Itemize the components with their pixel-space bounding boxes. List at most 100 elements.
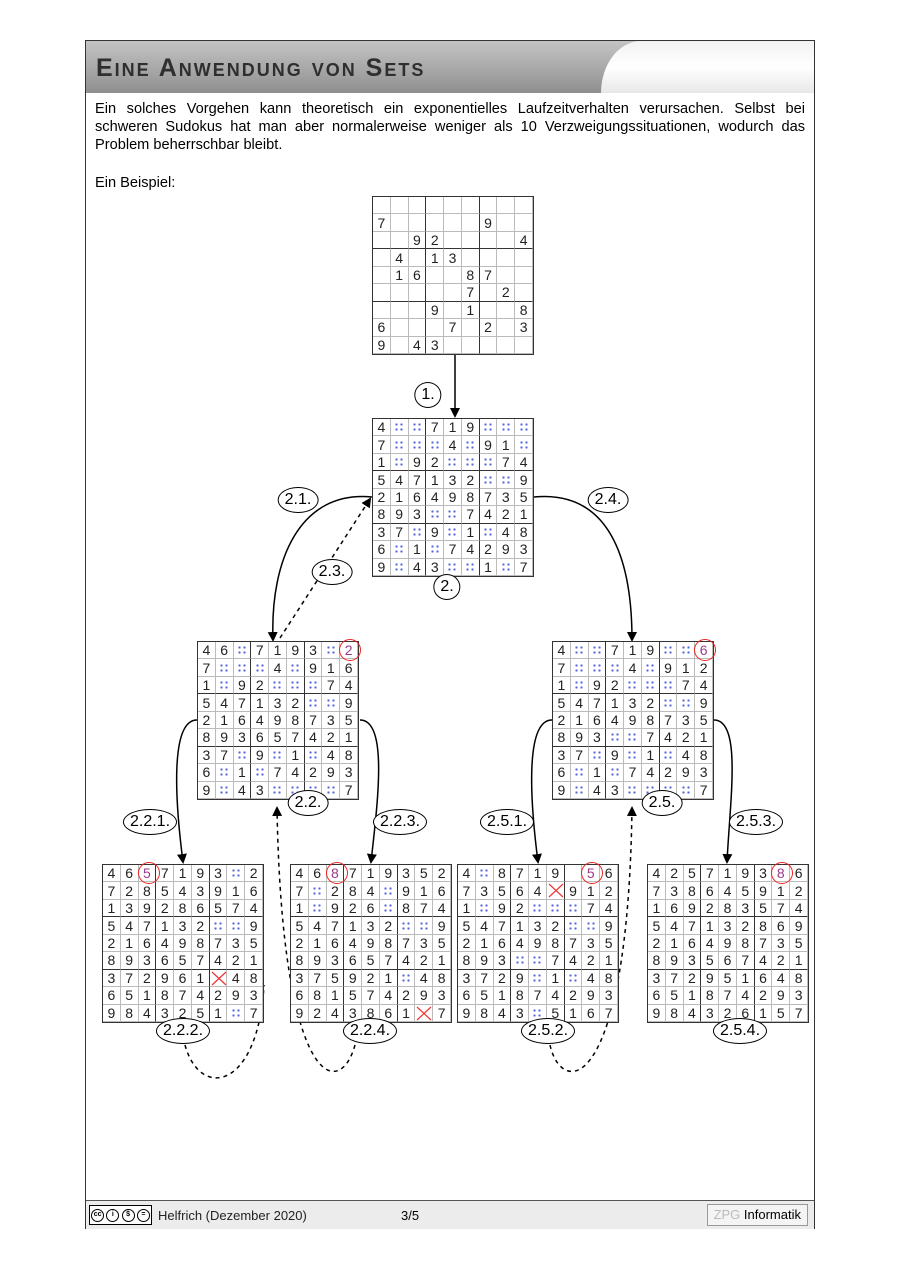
candidate-cell	[308, 899, 327, 918]
sudoku-digit: 4	[308, 917, 327, 935]
sudoku-digit: 3	[245, 987, 263, 1005]
empty-cell	[390, 336, 409, 354]
sudoku-digit: 4	[648, 865, 666, 883]
empty-cell	[497, 301, 516, 320]
candidate-cell	[286, 659, 305, 677]
candidate-cell	[564, 917, 583, 935]
sudoku-digit: 3	[120, 899, 139, 918]
candidate-cell	[677, 694, 696, 712]
sudoku-digit: 4	[215, 694, 234, 712]
sudoku-digit: 8	[156, 987, 175, 1005]
candidate-cell	[215, 676, 234, 695]
candidate-cell	[426, 541, 445, 559]
sudoku-digit: 3	[683, 952, 702, 970]
sudoku-digit: 3	[373, 523, 391, 542]
candidates-icon	[568, 903, 579, 914]
sudoku-digit: 3	[497, 488, 516, 507]
arrow-2-5-3	[713, 719, 733, 864]
sudoku-digit: 5	[415, 865, 434, 883]
candidate-cell	[479, 453, 498, 472]
sudoku-digit: 4	[695, 676, 713, 695]
sudoku-digit: 9	[461, 419, 480, 437]
candidates-icon	[500, 561, 511, 572]
sudoku-digit: 1	[493, 987, 512, 1005]
sudoku-digit: 1	[209, 1004, 228, 1022]
sudoku-digit: 1	[291, 899, 309, 918]
sudoku-digit: 5	[209, 899, 228, 918]
sudoku-digit: 3	[648, 969, 666, 988]
candidates-icon	[532, 1007, 543, 1018]
sudoku-digit: 1	[408, 541, 427, 559]
sudoku-digit: 2	[415, 952, 434, 970]
sudoku-digit: 3	[397, 865, 416, 883]
candidate-cell	[570, 781, 589, 799]
sudoku-digit: 6	[553, 764, 571, 782]
candidates-icon	[308, 697, 319, 708]
candidate-cell	[515, 436, 533, 454]
candidate-cell	[408, 419, 427, 437]
sudoku-digit: 9	[479, 214, 498, 232]
sudoku-digit: 7	[362, 987, 380, 1005]
candidate-cell	[659, 676, 678, 695]
empty-cell	[515, 249, 533, 267]
candidates-icon	[627, 784, 638, 795]
sudoku-digit: 2	[553, 711, 571, 730]
sudoku-digit: 7	[719, 987, 737, 1005]
sudoku-digit: 1	[426, 249, 445, 267]
candidate-cell	[659, 746, 678, 765]
sudoku-digit: 8	[475, 1004, 494, 1022]
sudoku-digit: 7	[736, 952, 755, 970]
candidate-cell	[322, 642, 341, 660]
sudoku-digit: 3	[426, 558, 445, 576]
sudoku-digit: 9	[103, 1004, 121, 1022]
sudoku-digit: 7	[515, 558, 533, 576]
sudoku-digit: 2	[322, 729, 341, 747]
sudoku-digit: 5	[458, 917, 476, 935]
candidates-icon	[591, 645, 602, 656]
sudoku-digit: 6	[408, 266, 427, 285]
sudoku-digit: 7	[397, 934, 416, 953]
candidate-cell	[390, 419, 409, 437]
sudoku-digit: 9	[344, 969, 363, 988]
candidate-cell	[390, 436, 409, 454]
sudoku-digit: 5	[198, 694, 216, 712]
sudoku-digit: 5	[433, 934, 451, 953]
sudoku-digit: 7	[269, 764, 287, 782]
sudoku-digit: 8	[344, 882, 363, 900]
candidates-icon	[230, 1007, 241, 1018]
sudoku-digit: 9	[570, 729, 589, 747]
empty-cell	[373, 197, 391, 215]
candidates-icon	[394, 457, 405, 468]
sudoku-digit: 2	[227, 952, 246, 970]
sudoku-digit: 6	[790, 865, 808, 883]
candidates-icon	[465, 561, 476, 572]
sudoku-digit: 6	[373, 319, 391, 337]
arrow-2-5-2	[549, 806, 637, 1073]
empty-cell	[497, 266, 516, 285]
sudoku-digit: 9	[215, 729, 234, 747]
sudoku-digit: 2	[433, 865, 451, 883]
candidates-icon	[500, 474, 511, 485]
sudoku-digit: 4	[426, 488, 445, 507]
sudoku-digit: 7	[641, 729, 660, 747]
candidate-cell	[215, 764, 234, 782]
brand-prefix: ZPG	[713, 1207, 741, 1222]
sudoku-digit: 7	[677, 676, 696, 695]
sudoku-digit: 6	[683, 934, 702, 953]
candidate-cell	[408, 523, 427, 542]
sudoku-digit: 4	[677, 746, 696, 765]
candidate-cell	[444, 453, 462, 472]
sudoku-digit: 9	[245, 917, 263, 935]
sudoku-digit: 7	[251, 642, 270, 660]
sudoku-digit: 6	[245, 882, 263, 900]
sudoku-digit: 9	[340, 694, 358, 712]
candidate-cell	[286, 676, 305, 695]
empty-cell	[479, 336, 498, 354]
arrow-2-4	[533, 495, 637, 642]
sudoku-digit: 4	[344, 934, 363, 953]
sudoku-digit: 6	[648, 987, 666, 1005]
